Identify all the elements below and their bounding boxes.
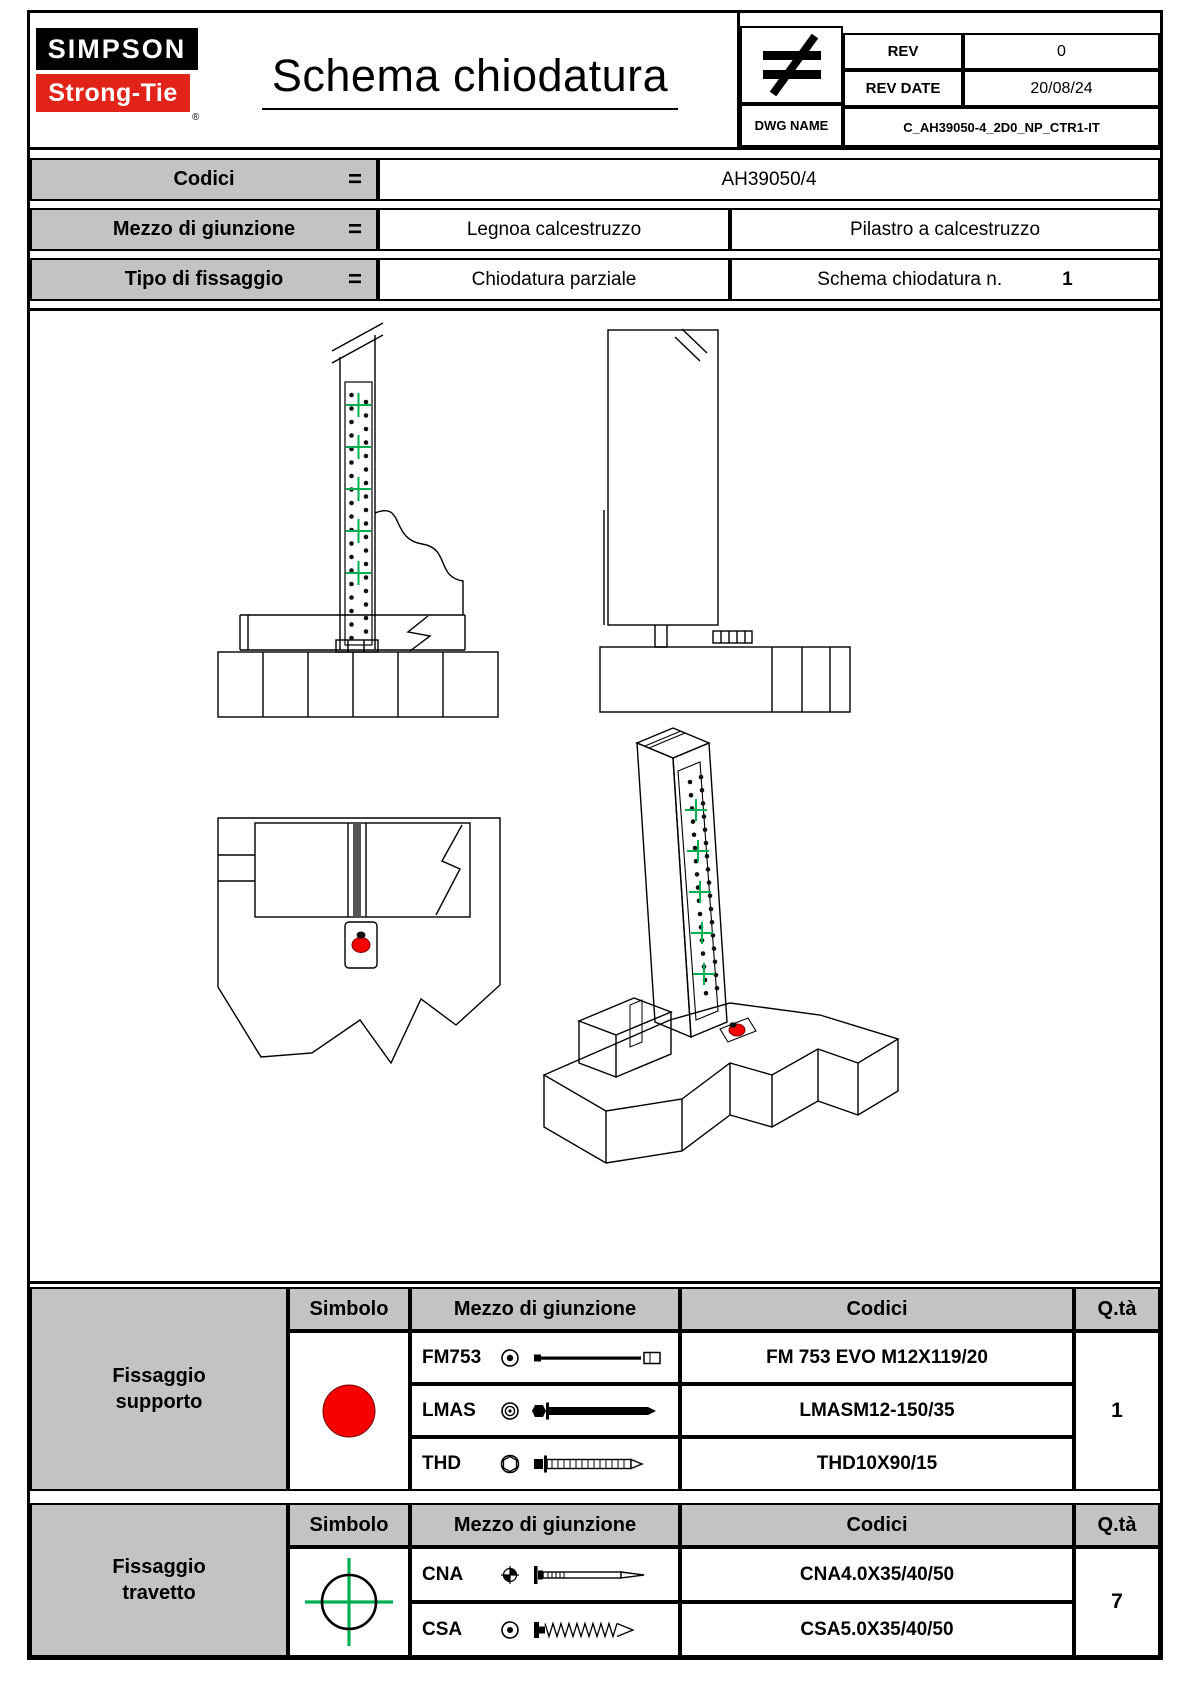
rev-label-cell: REV — [843, 33, 963, 70]
info-value-mezzo-1: Legnoa calcestruzzo — [378, 208, 730, 251]
fastener-name: FM753 — [422, 1346, 482, 1368]
info-label-mezzo: Mezzo di giunzione = — [30, 208, 378, 251]
support-codice-fm753: FM 753 EVO M12X119/20 — [680, 1331, 1074, 1384]
header-bottom-rule — [27, 147, 1163, 150]
info-value-fissaggio-2: Schema chiodatura n. 1 — [730, 258, 1160, 301]
technical-drawing — [217, 322, 900, 1164]
strongtie-logo: Strong-Tie — [36, 74, 190, 112]
beam-qty-cell: 7 — [1074, 1547, 1160, 1657]
beam-codice-cna: CNA4.0X35/40/50 — [680, 1547, 1074, 1602]
dwg-name-label-cell: DWG NAME — [740, 104, 843, 147]
fm753-fastener-icon — [534, 1351, 661, 1364]
thd-fastener-icon — [534, 1455, 644, 1473]
support-symbol-cell — [288, 1331, 410, 1491]
csa-symbol-icon — [501, 1620, 519, 1639]
support-header-mezzo: Mezzo di giunzione — [410, 1287, 680, 1331]
beam-codice-csa: CSA5.0X35/40/50 — [680, 1602, 1074, 1657]
rev-date-label-cell: REV DATE — [843, 70, 963, 107]
support-codice-lmas: LMASM12-150/35 — [680, 1384, 1074, 1437]
beam-header-mezzo: Mezzo di giunzione — [410, 1503, 680, 1547]
fastener-name: THD — [422, 1453, 462, 1474]
front-view — [217, 322, 499, 718]
beam-header-qty: Q.tà — [1074, 1503, 1160, 1547]
info-value-codici: AH39050/4 — [378, 158, 1160, 201]
support-row-lmas: LMAS — [410, 1384, 680, 1437]
not-equal-cell — [740, 26, 843, 104]
fastener-name: CNA — [422, 1563, 464, 1585]
plan-view — [217, 817, 501, 1065]
support-qty-cell: 1 — [1074, 1331, 1160, 1491]
support-header-qty: Q.tà — [1074, 1287, 1160, 1331]
equals-sign: = — [347, 215, 362, 243]
beam-group-cell: Fissaggio travetto — [30, 1503, 288, 1657]
cna-symbol-icon — [501, 1565, 519, 1584]
header-divider-vertical — [737, 13, 740, 147]
red-circle-symbol-icon — [322, 1384, 376, 1438]
support-codice-thd: THD10X90/15 — [680, 1437, 1074, 1491]
info-bottom-rule — [27, 308, 1163, 311]
cna-fastener-icon — [534, 1565, 645, 1584]
simpson-logo-text: SIMPSON — [47, 33, 187, 64]
csa-fastener-icon — [534, 1620, 635, 1639]
info-value-mezzo-2: Pilastro a calcestruzzo — [730, 208, 1160, 251]
equals-sign: = — [347, 265, 362, 293]
beam-row-cna: CNA — [410, 1547, 680, 1602]
info-label-codici: Codici = — [30, 158, 378, 201]
beam-header-codici: Codici — [680, 1503, 1074, 1547]
fm753-symbol-icon — [501, 1348, 519, 1367]
rev-value-cell: 0 — [963, 33, 1160, 70]
dwg-name-value-cell: C_AH39050-4_2D0_NP_CTR1-IT — [843, 107, 1160, 147]
beam-row-csa: CSA — [410, 1602, 680, 1657]
support-header-simbolo: Simbolo — [288, 1287, 410, 1331]
equals-sign: = — [347, 165, 362, 193]
isometric-view — [542, 727, 900, 1164]
page-title: Schema chiodatura — [210, 50, 730, 110]
anchor-symbol-plan — [351, 937, 371, 953]
nail-cross-markers-front — [346, 393, 371, 585]
fastener-name: LMAS — [422, 1399, 476, 1421]
simpson-logo: SIMPSON — [36, 28, 198, 70]
support-row-thd: THD — [410, 1437, 680, 1491]
fastener-name: CSA — [422, 1618, 463, 1640]
side-view — [599, 328, 851, 713]
lmas-symbol-icon — [501, 1401, 519, 1420]
support-header-codici: Codici — [680, 1287, 1074, 1331]
beam-header-simbolo: Simbolo — [288, 1503, 410, 1547]
rev-date-value-cell: 20/08/24 — [963, 70, 1160, 107]
beam-symbol-cell — [288, 1547, 410, 1657]
nail-cross-markers-iso — [685, 799, 715, 985]
registered-mark: ® — [192, 112, 200, 123]
strongtie-logo-text: Strong-Tie — [48, 78, 178, 107]
green-crosshair-symbol-icon — [305, 1558, 393, 1646]
info-value-fissaggio-1: Chiodatura parziale — [378, 258, 730, 301]
support-group-cell: Fissaggio supporto — [30, 1287, 288, 1491]
drawing-bottom-rule — [27, 1281, 1163, 1284]
not-equal-icon — [762, 34, 821, 96]
info-label-fissaggio: Tipo di fissaggio = — [30, 258, 378, 301]
support-row-fm753: FM753 — [410, 1331, 680, 1384]
lmas-fastener-icon — [532, 1402, 656, 1419]
thd-symbol-icon — [500, 1454, 520, 1474]
schema-number: 1 — [1062, 268, 1073, 290]
sheet-border — [27, 10, 1163, 1660]
